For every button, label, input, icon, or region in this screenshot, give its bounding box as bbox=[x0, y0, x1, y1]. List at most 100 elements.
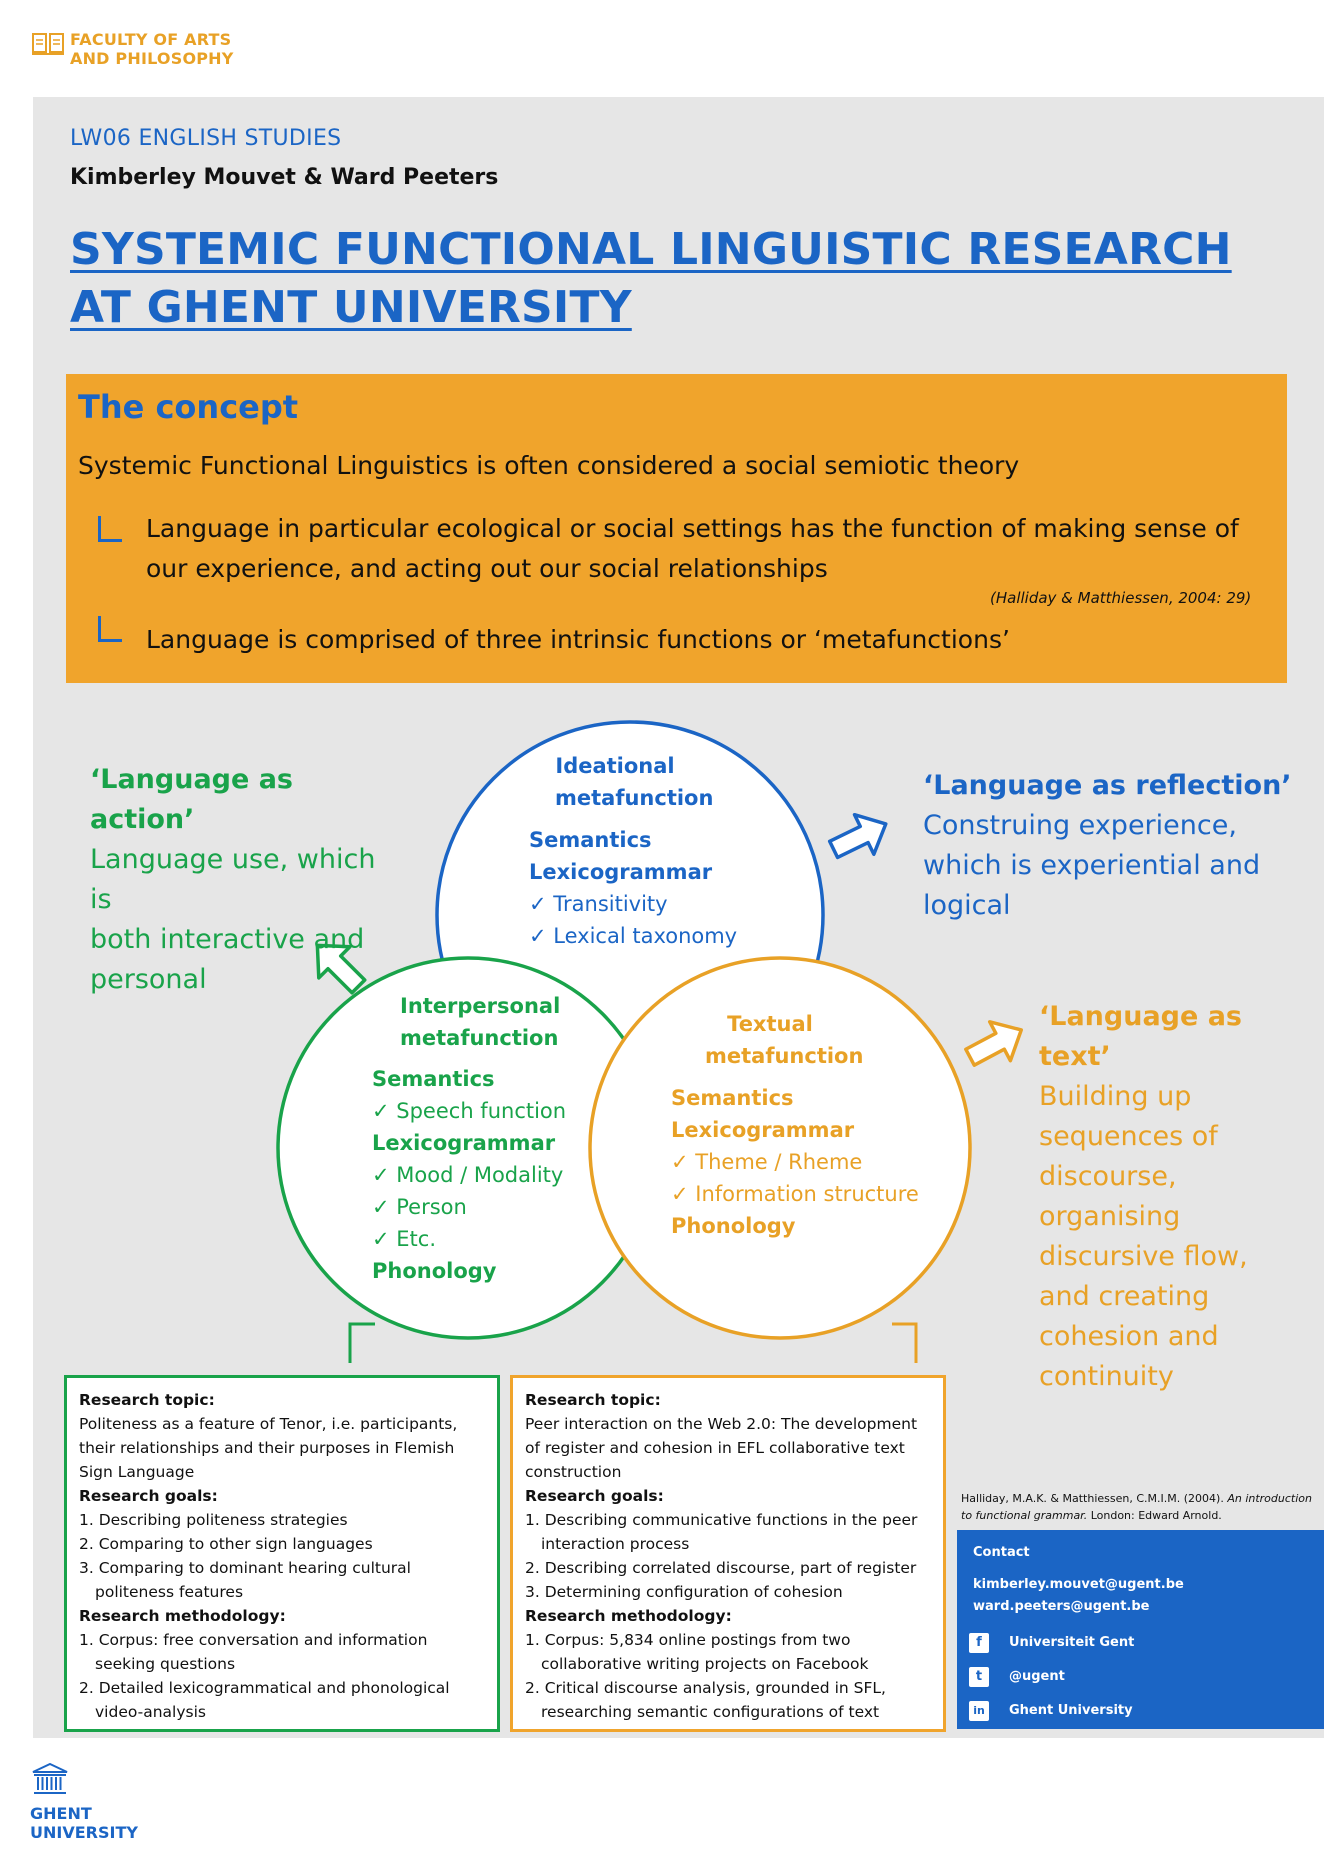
research-topic-label: Research topic: bbox=[79, 1391, 215, 1409]
list-item: 3. Comparing to dominant hearing cultura… bbox=[79, 1559, 411, 1601]
list-item: 1. Describing politeness strategies bbox=[79, 1511, 348, 1529]
list-item: 2. Comparing to other sign languages bbox=[79, 1535, 373, 1553]
facebook-icon[interactable]: f bbox=[969, 1633, 989, 1653]
logo-line-2: UNIVERSITY bbox=[30, 1823, 138, 1842]
action-line: both interactive and bbox=[90, 924, 365, 955]
research-topic: Peer interaction on the Web 2.0: The dev… bbox=[525, 1415, 918, 1481]
research-goals-label: Research goals: bbox=[79, 1487, 218, 1505]
language-as-action: ‘Language as action’ Language use, which… bbox=[90, 760, 390, 1000]
ideational-title-2: metafunction bbox=[555, 786, 714, 810]
logo-line-1: GHENT bbox=[30, 1804, 92, 1823]
ideational-semantics: Semantics bbox=[529, 828, 652, 852]
language-as-text: ‘Language as text’ Building up sequences… bbox=[1039, 997, 1319, 1397]
contact-email-2[interactable]: ward.peeters@ugent.be bbox=[973, 1599, 1150, 1614]
interpersonal-item-speech: ✓ Speech function bbox=[372, 1099, 567, 1123]
authors: Kimberley Mouvet & Ward Peeters bbox=[70, 165, 499, 190]
interpersonal-item-person: ✓ Person bbox=[372, 1195, 467, 1219]
contact-facebook[interactable]: Universiteit Gent bbox=[1009, 1635, 1135, 1650]
research-goals-list: 1. Describing politeness strategies 2. C… bbox=[79, 1508, 485, 1604]
list-item: 3. Determining configuration of cohesion bbox=[525, 1583, 843, 1601]
reflection-line: logical bbox=[923, 890, 1011, 921]
textual-title-2: metafunction bbox=[705, 1044, 864, 1068]
text-line: and creating bbox=[1039, 1281, 1210, 1312]
research-methodology-list: 1. Corpus: 5,834 online postings from tw… bbox=[525, 1628, 931, 1724]
ghent-university-name: GHENT UNIVERSITY bbox=[30, 1804, 138, 1842]
reflection-heading: ‘Language as reflection’ bbox=[923, 770, 1292, 801]
faculty-name: FACULTY OF ARTS AND PHILOSOPHY bbox=[70, 30, 234, 68]
contact-twitter[interactable]: @ugent bbox=[1009, 1669, 1065, 1684]
contact-email-1[interactable]: kimberley.mouvet@ugent.be bbox=[973, 1577, 1184, 1592]
research-box-sign-language: Research topic: Politeness as a feature … bbox=[64, 1375, 500, 1732]
interpersonal-title-2: metafunction bbox=[400, 1026, 559, 1050]
interpersonal-title: Interpersonal metafunction bbox=[400, 990, 561, 1054]
book-icon bbox=[32, 33, 64, 55]
ideational-item-taxonomy: ✓ Lexical taxonomy bbox=[529, 924, 738, 948]
concept-box bbox=[66, 374, 1287, 683]
ideational-item-transitivity: ✓ Transitivity bbox=[529, 892, 668, 916]
twitter-icon[interactable]: t bbox=[969, 1667, 989, 1687]
department-label: LW06 ENGLISH STUDIES bbox=[70, 126, 342, 151]
ghent-university-logo: GHENT UNIVERSITY bbox=[30, 1763, 150, 1843]
research-topic: Politeness as a feature of Tenor, i.e. p… bbox=[79, 1415, 458, 1481]
list-item: 2. Detailed lexicogrammatical and phonol… bbox=[79, 1679, 450, 1721]
concept-title: The concept bbox=[78, 388, 299, 426]
contact-linkedin[interactable]: Ghent University bbox=[1009, 1703, 1133, 1718]
action-line: Language use, which is bbox=[90, 844, 376, 915]
list-item: 1. Describing communicative functions in… bbox=[525, 1511, 918, 1553]
text-line: sequences of bbox=[1039, 1121, 1218, 1152]
reference-publisher: London: Edward Arnold. bbox=[1090, 1509, 1222, 1522]
faculty-line-1: FACULTY OF ARTS bbox=[70, 30, 232, 49]
bullet-corner-icon bbox=[98, 516, 122, 542]
reference-book: An introduction to functional grammar. bbox=[961, 1492, 1312, 1522]
text-line: discursive flow, bbox=[1039, 1241, 1248, 1272]
reflection-line: which is experiential and bbox=[923, 850, 1261, 881]
ideational-title: Ideational metafunction bbox=[555, 750, 714, 814]
concept-citation: (Halliday & Matthiessen, 2004: 29) bbox=[990, 589, 1252, 607]
reflection-line: Construing experience, bbox=[923, 810, 1237, 841]
list-item: 1. Corpus: free conversation and informa… bbox=[79, 1631, 428, 1673]
research-topic-label: Research topic: bbox=[525, 1391, 661, 1409]
interpersonal-item-etc: ✓ Etc. bbox=[372, 1227, 436, 1251]
concept-bullet-2: Language is comprised of three intrinsic… bbox=[146, 625, 1010, 654]
title-line-1: SYSTEMIC FUNCTIONAL LINGUISTIC RESEARCH bbox=[70, 224, 1232, 275]
text-heading: ‘Language as text’ bbox=[1039, 1001, 1243, 1072]
textual-semantics: Semantics bbox=[671, 1086, 794, 1110]
textual-phonology: Phonology bbox=[671, 1214, 796, 1238]
contact-label: Contact bbox=[973, 1545, 1030, 1560]
text-line: continuity bbox=[1039, 1361, 1174, 1392]
research-methodology-label: Research methodology: bbox=[525, 1607, 732, 1625]
textual-lexicogrammar: Lexicogrammar bbox=[671, 1118, 855, 1142]
list-item: 2. Describing correlated discourse, part… bbox=[525, 1559, 917, 1577]
university-building-icon bbox=[32, 1763, 68, 1794]
reference-authors: Halliday, M.A.K. & Matthiessen, C.M.I.M.… bbox=[961, 1492, 1224, 1505]
title-line-2: AT GHENT UNIVERSITY bbox=[70, 282, 632, 333]
reference: Halliday, M.A.K. & Matthiessen, C.M.I.M.… bbox=[961, 1490, 1316, 1524]
textual-title: Textual metafunction bbox=[705, 1008, 864, 1072]
interpersonal-phonology: Phonology bbox=[372, 1259, 497, 1283]
concept-bullet-1: Language in particular ecological or soc… bbox=[146, 514, 1239, 583]
research-methodology-label: Research methodology: bbox=[79, 1607, 286, 1625]
linkedin-icon[interactable]: in bbox=[969, 1701, 989, 1721]
interpersonal-item-mood: ✓ Mood / Modality bbox=[372, 1163, 564, 1187]
action-heading: ‘Language as action’ bbox=[90, 764, 294, 835]
interpersonal-title-1: Interpersonal bbox=[400, 994, 561, 1018]
faculty-line-2: AND PHILOSOPHY bbox=[70, 49, 234, 68]
textual-item-theme: ✓ Theme / Rheme bbox=[671, 1150, 863, 1174]
interpersonal-lexicogrammar: Lexicogrammar bbox=[372, 1131, 556, 1155]
text-line: Building up bbox=[1039, 1081, 1192, 1112]
text-line: organising bbox=[1039, 1201, 1181, 1232]
ideational-lexicogrammar: Lexicogrammar bbox=[529, 860, 713, 884]
research-box-peer-interaction: Research topic: Peer interaction on the … bbox=[510, 1375, 946, 1732]
list-item: 1. Corpus: 5,834 online postings from tw… bbox=[525, 1631, 869, 1673]
poster-title: SYSTEMIC FUNCTIONAL LINGUISTIC RESEARCH … bbox=[70, 221, 1232, 337]
textual-title-1: Textual bbox=[727, 1012, 813, 1036]
action-line: personal bbox=[90, 964, 207, 995]
bullet-corner-icon bbox=[98, 616, 122, 642]
faculty-logo: FACULTY OF ARTS AND PHILOSOPHY bbox=[32, 30, 242, 70]
concept-lead: Systemic Functional Linguistics is often… bbox=[78, 451, 1020, 480]
research-goals-list: 1. Describing communicative functions in… bbox=[525, 1508, 931, 1604]
ideational-title-1: Ideational bbox=[555, 754, 675, 778]
language-as-reflection: ‘Language as reflection’ Construing expe… bbox=[923, 766, 1303, 926]
textual-item-information: ✓ Information structure bbox=[671, 1182, 919, 1206]
text-line: discourse, bbox=[1039, 1161, 1177, 1192]
